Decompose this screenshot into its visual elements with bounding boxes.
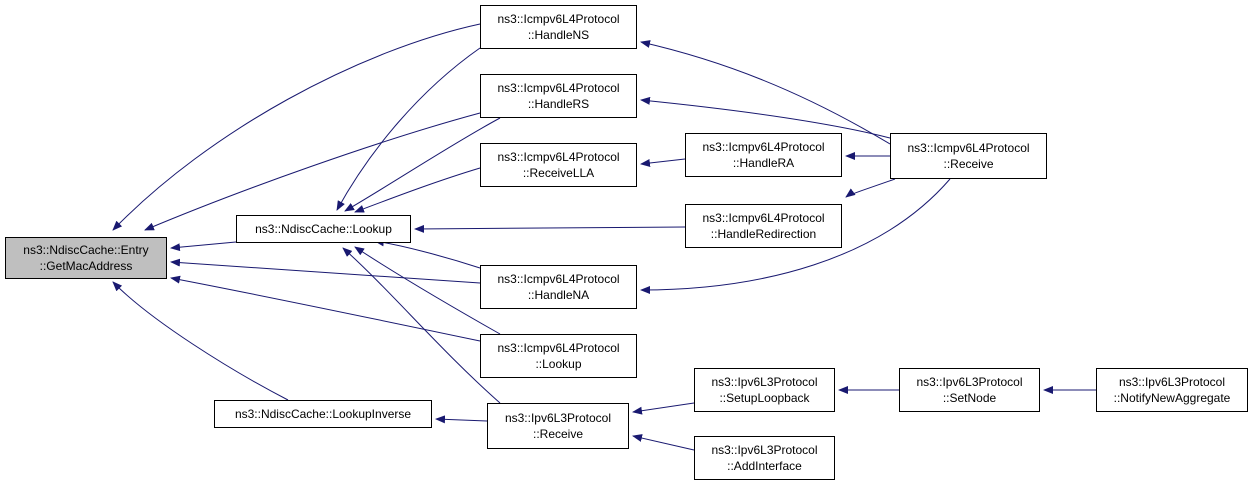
edge-icmpreceive-to-handlers	[640, 96, 891, 139]
node-label-line1: ns3::Ipv6L3Protocol	[504, 411, 612, 425]
edge-handlena-to-ndisclookup	[374, 238, 481, 269]
node-label-line1: ns3::Icmpv6L4Protocol	[497, 272, 620, 286]
edge-handlers-to-entry	[144, 112, 481, 231]
edge-icmpreceive-to-handlens	[640, 40, 891, 145]
edge-ipv6receive-to-ndisclookup	[342, 247, 501, 404]
node-label-line1: ns3::Icmpv6L4Protocol	[497, 81, 620, 95]
edge-icmpreceive-to-handleredir	[845, 178, 896, 198]
edge-addinterface-to-ipv6receive	[632, 434, 695, 451]
node-label-line1: ns3::Ipv6L3Protocol	[711, 375, 818, 389]
node-label-line2: ::NotifyNewAggregate	[1113, 391, 1231, 405]
edge-setuploopback-to-ipv6receive	[632, 402, 695, 415]
node-label-line2: ::HandleRA	[732, 156, 795, 170]
edge-icmplookup-to-ndisclookup	[354, 246, 501, 335]
node-label-line2: ::HandleNS	[527, 28, 590, 42]
edges	[112, 23, 1096, 451]
node-ndisccache-lookup[interactable]: ns3::NdiscCache::Lookup	[236, 215, 411, 243]
node-icmpv6-handlers[interactable]: ns3::Icmpv6L4Protocol ::HandleRS	[480, 74, 637, 118]
edge-handlens-to-ndisclookup	[336, 47, 481, 211]
edge-icmplookup-to-entry	[170, 275, 481, 342]
node-ipv6-setnode[interactable]: ns3::Ipv6L3Protocol ::SetNode	[899, 368, 1040, 412]
node-label-line1: ns3::NdiscCache::LookupInverse	[234, 407, 412, 421]
node-label-line2: ::Lookup	[535, 357, 582, 371]
edge-ndisclookup-to-entry	[170, 241, 237, 252]
node-label-line1: ns3::Ipv6L3Protocol	[916, 375, 1023, 389]
edge-handlera-to-receivella	[640, 158, 686, 167]
node-icmpv6-handlens[interactable]: ns3::Icmpv6L4Protocol ::HandleNS	[480, 5, 637, 49]
node-label-line2: ::SetNode	[942, 391, 997, 405]
node-label-line1: ns3::Ipv6L3Protocol	[1118, 375, 1226, 389]
node-icmpv6-lookup[interactable]: ns3::Icmpv6L4Protocol ::Lookup	[480, 334, 637, 378]
node-label-line2: ::Receive	[532, 427, 584, 441]
edge-handlena-to-entry	[170, 258, 481, 284]
edge-receivella-to-ndisclookup	[354, 167, 481, 213]
edge-handlers-to-ndisclookup	[344, 117, 501, 212]
node-label-line2: ::HandleRS	[527, 97, 590, 111]
node-icmpv6-handlera[interactable]: ns3::Icmpv6L4Protocol ::HandleRA	[685, 133, 842, 177]
node-icmpv6-receive[interactable]: ns3::Icmpv6L4Protocol ::Receive	[890, 133, 1047, 179]
node-icmpv6-handleredirection[interactable]: ns3::Icmpv6L4Protocol ::HandleRedirectio…	[685, 204, 842, 248]
node-ipv6-setuploopback[interactable]: ns3::Ipv6L3Protocol ::SetupLoopback	[694, 368, 835, 412]
node-icmpv6-handlena[interactable]: ns3::Icmpv6L4Protocol ::HandleNA	[480, 265, 637, 309]
node-label-line2: ::Receive	[943, 157, 994, 171]
node-icmpv6-receivella[interactable]: ns3::Icmpv6L4Protocol ::ReceiveLLA	[480, 143, 637, 187]
node-ipv6-notifynewaggregate[interactable]: ns3::Ipv6L3Protocol ::NotifyNewAggregate	[1096, 368, 1248, 412]
node-label-line1: ns3::Icmpv6L4Protocol	[497, 341, 620, 355]
node-label-line1: ns3::NdiscCache::Entry	[23, 243, 149, 257]
node-entry-getmacaddress: ns3::NdiscCache::Entry ::GetMacAddress	[5, 237, 167, 279]
node-label-line1: ns3::Icmpv6L4Protocol	[497, 12, 620, 26]
node-label-line2: ::HandleNA	[527, 288, 590, 302]
edge-lookupinverse-to-entry	[112, 281, 289, 401]
edge-icmpreceive-to-handlena	[640, 178, 951, 294]
node-label-line2: ::HandleRedirection	[710, 227, 817, 241]
node-ipv6-addinterface[interactable]: ns3::Ipv6L3Protocol ::AddInterface	[694, 436, 835, 480]
node-label-line2: ::AddInterface	[727, 459, 802, 473]
node-label-line1: ns3::Icmpv6L4Protocol	[702, 211, 825, 225]
edge-ipv6receive-to-lookupinverse	[435, 415, 488, 424]
node-label-line1: ns3::Icmpv6L4Protocol	[497, 150, 620, 164]
node-label-line2: ::SetupLoopback	[719, 391, 810, 405]
node-ipv6-receive[interactable]: ns3::Ipv6L3Protocol ::Receive	[487, 403, 629, 449]
node-label-line2: ::GetMacAddress	[39, 259, 133, 273]
edge-handlens-to-entry	[112, 23, 481, 231]
edge-handleredir-to-ndisclookup	[414, 224, 686, 233]
node-label-line2: ::ReceiveLLA	[522, 166, 595, 180]
node-label-line1: ns3::Ipv6L3Protocol	[711, 443, 818, 457]
node-label-line1: ns3::Icmpv6L4Protocol	[907, 141, 1030, 155]
node-label-line1: ns3::NdiscCache::Lookup	[255, 222, 392, 236]
node-ndisccache-lookupinverse[interactable]: ns3::NdiscCache::LookupInverse	[214, 400, 432, 428]
node-label-line1: ns3::Icmpv6L4Protocol	[702, 140, 825, 154]
